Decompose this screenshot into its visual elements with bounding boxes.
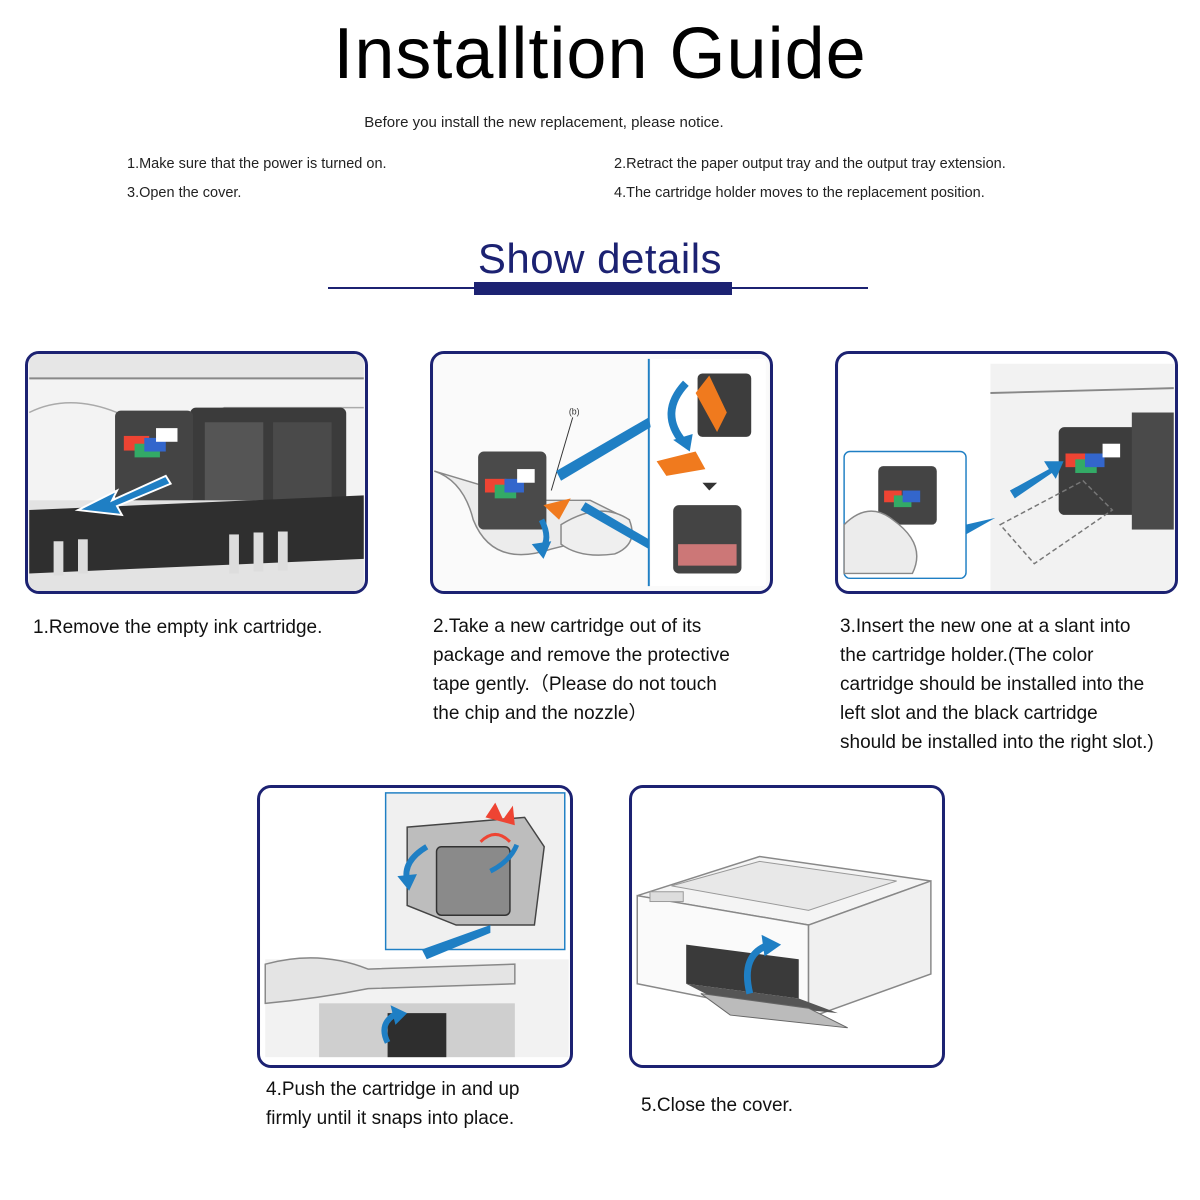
callout-label: (b) [569,406,580,416]
step-3-illustration [835,351,1178,594]
notice-text: Before you install the new replacement, … [364,114,724,131]
step-2-illustration: (b) [430,351,773,594]
caption-line: 4.Push the cartridge in and up [266,1079,520,1100]
section-title: Show details [477,235,723,282]
cartridge-insert-drawing [839,354,1174,591]
caption-line: should be installed into the right slot.… [840,732,1154,753]
caption-line: 2.Take a new cartridge out of its [433,616,702,637]
step-4-caption: 4.Push the cartridge in and up firmly un… [266,1075,520,1133]
section-underline-bar [474,282,732,295]
caption-line: the cartridge holder.(The color [840,645,1094,666]
caption-line: cartridge should be installed into the [840,674,1145,695]
pre-step-4: 4.The cartridge holder moves to the repl… [614,185,985,201]
step-3-caption: 3.Insert the new one at a slant into the… [840,612,1154,757]
cartridge-push-drawing [260,788,570,1065]
caption-line: 3.Insert the new one at a slant into [840,616,1131,637]
caption-line: the chip and the nozzle） [433,703,648,724]
caption-line: tape gently.（Please do not touch [433,674,717,695]
cartridge-removal-drawing [28,354,364,591]
caption-line: left slot and the black cartridge [840,703,1098,724]
pre-step-1: 1.Make sure that the power is turned on. [127,156,387,172]
step-5-caption: 5.Close the cover. [641,1091,793,1120]
tape-removal-drawing: (b) [434,354,769,591]
caption-line: 5.Close the cover. [641,1095,794,1116]
pre-step-3: 3.Open the cover. [127,185,242,201]
pre-step-2: 2.Retract the paper output tray and the … [614,156,1006,172]
caption-line: 1.Remove the empty ink cartridge. [33,617,323,638]
step-2-caption: 2.Take a new cartridge out of its packag… [433,612,730,728]
page-title: Installtion Guide [333,14,867,94]
step-5-illustration [629,785,945,1068]
caption-line: firmly until it snaps into place. [266,1108,515,1129]
caption-line: package and remove the protective [433,645,730,666]
step-1-caption: 1.Remove the empty ink cartridge. [33,613,322,642]
step-4-illustration [257,785,573,1068]
printer-close-drawing [632,788,942,1065]
step-1-illustration [25,351,368,594]
